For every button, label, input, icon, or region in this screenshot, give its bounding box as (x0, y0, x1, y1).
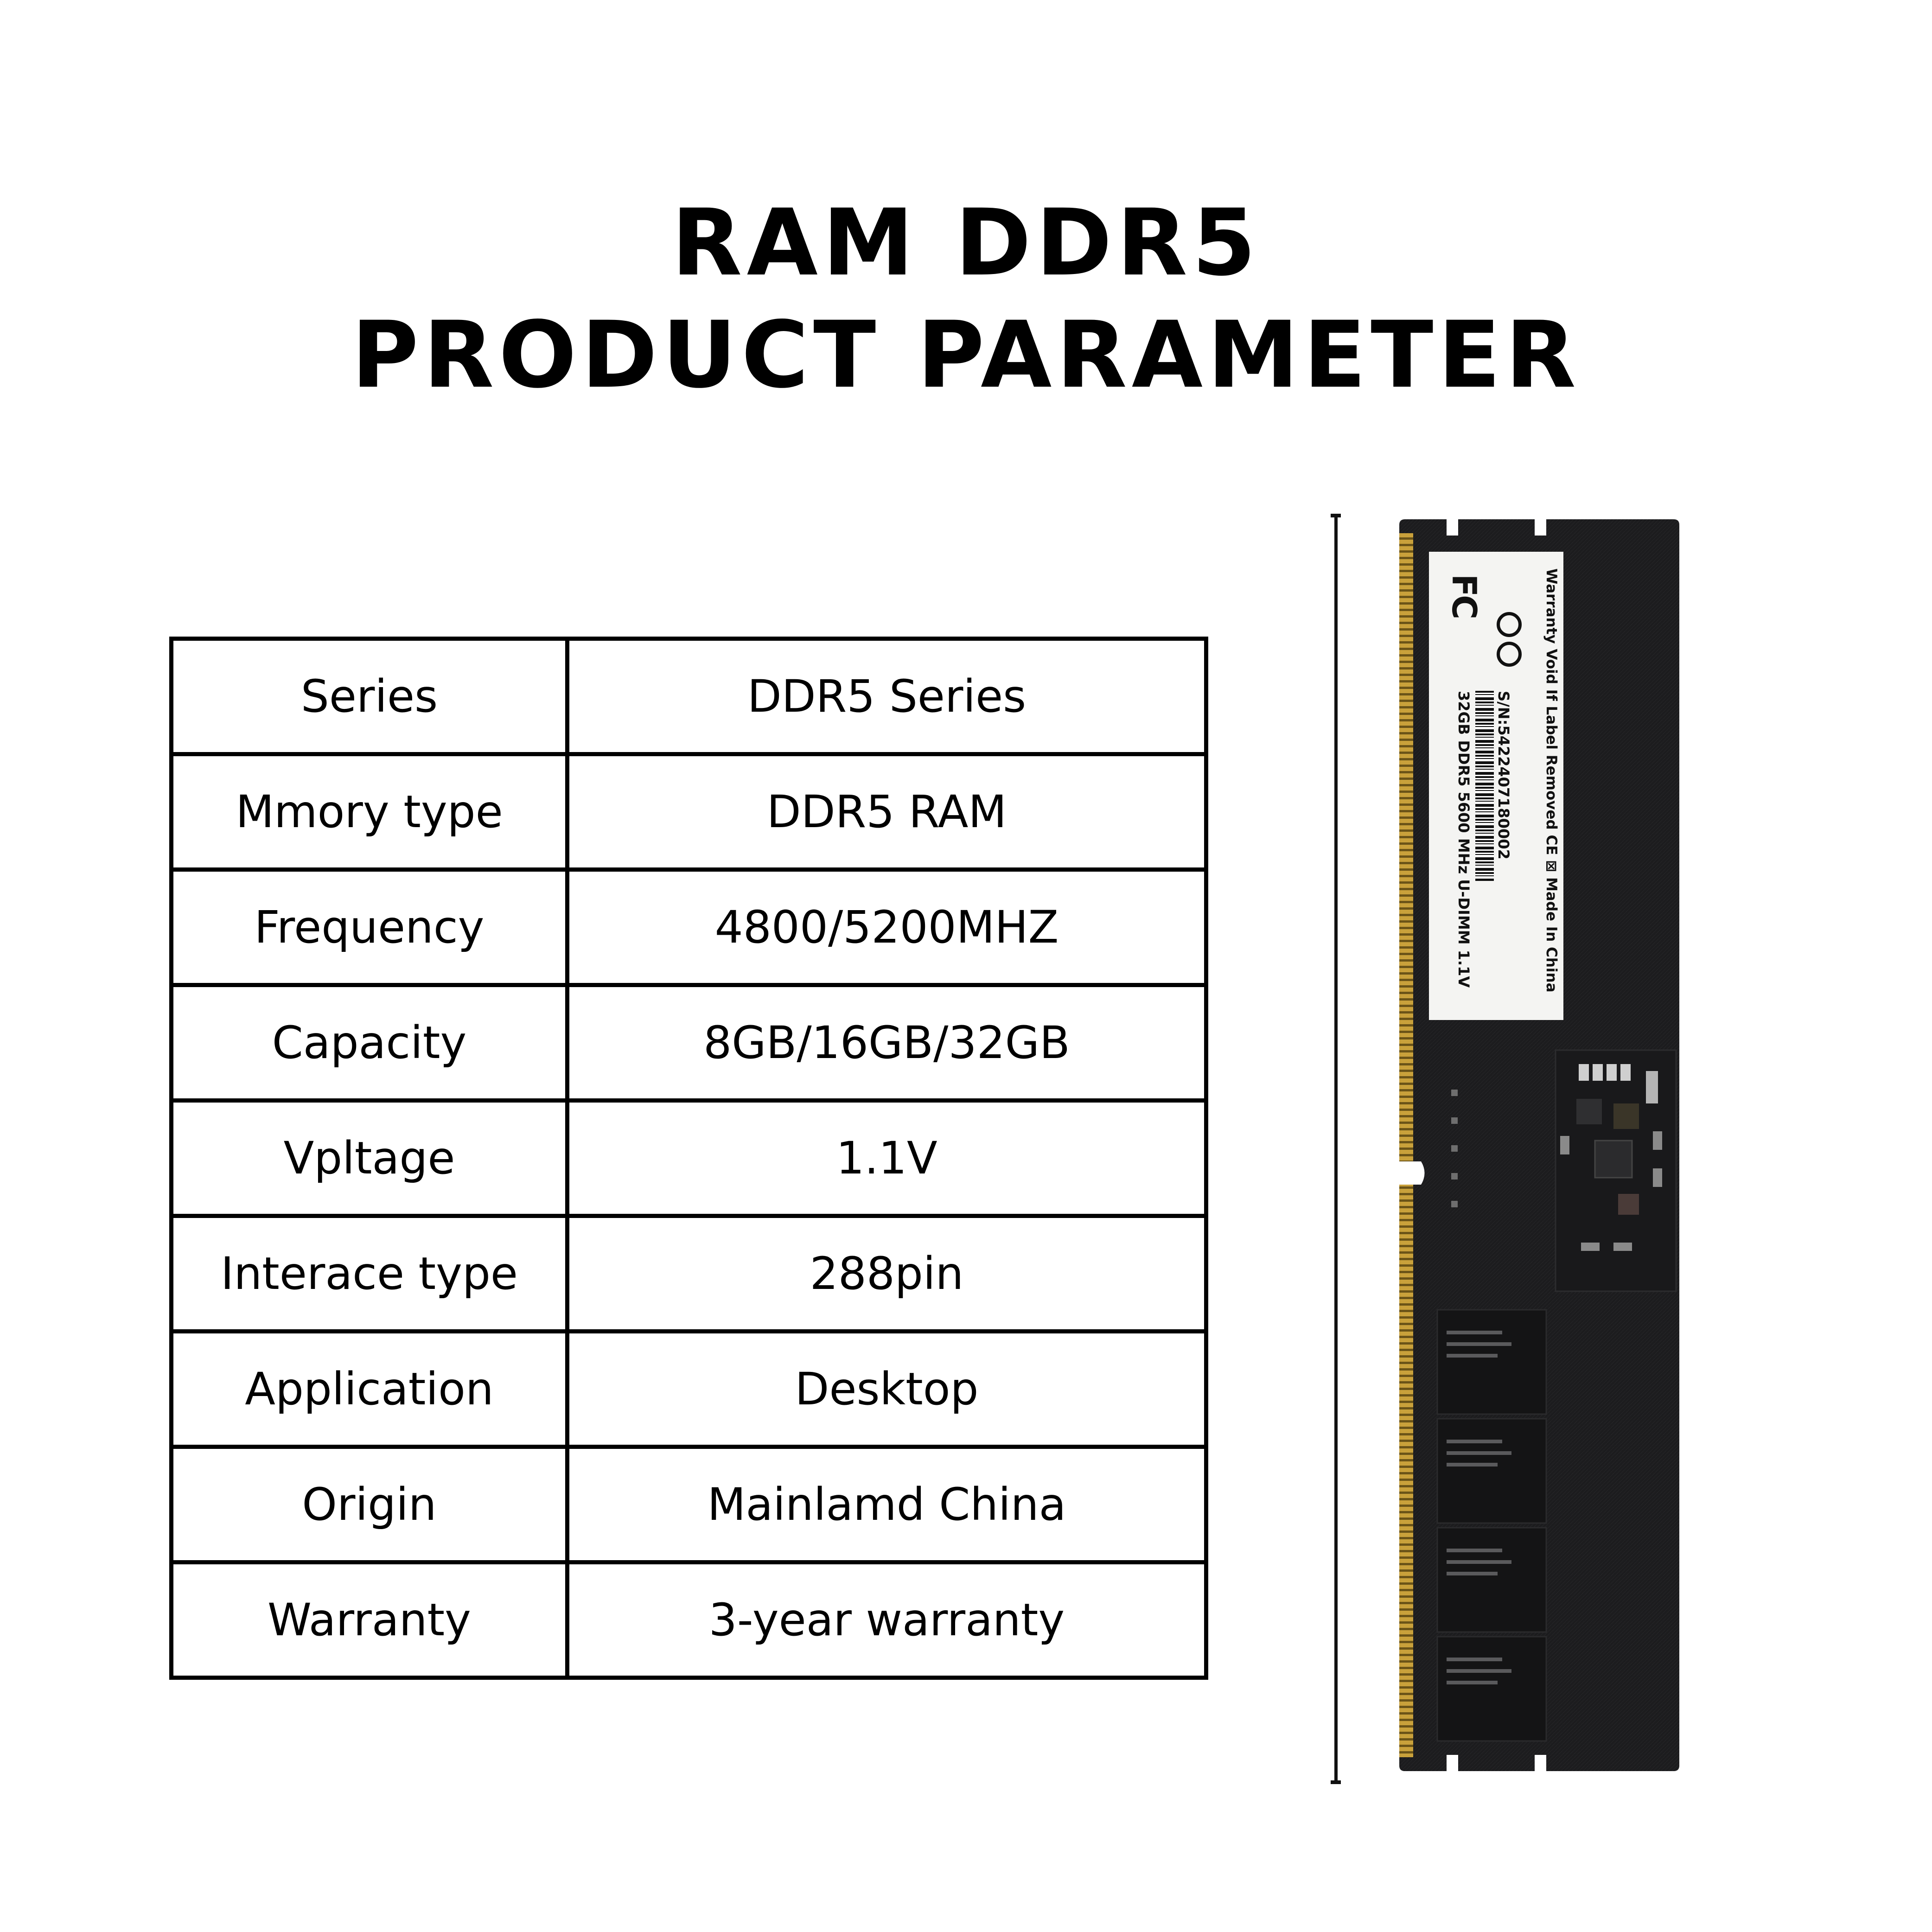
title-line-2: PRODUCT PARAMETER (351, 301, 1581, 408)
gold-contacts-upper (1399, 533, 1413, 1161)
table-row: Series DDR5 Series (169, 637, 1208, 756)
dimension-bar (1334, 514, 1338, 1784)
table-row: Warranty 3-year warranty (169, 1560, 1208, 1680)
param-value: Desktop (565, 1329, 1208, 1449)
param-label: Origin (169, 1445, 569, 1564)
module-sticker: FC 32GB DDR5 5600 MHz U-DIMM 1.1V S/N:54… (1429, 552, 1563, 1020)
param-value: 288pin (565, 1214, 1208, 1333)
certification-icons (1485, 612, 1531, 677)
recycle-icon (1497, 612, 1522, 637)
table-row: Origin Mainlamd China (169, 1445, 1208, 1564)
param-label: Application (169, 1329, 569, 1449)
table-row: Capacity 8GB/16GB/32GB (169, 983, 1208, 1103)
key-notch (1396, 1161, 1425, 1185)
param-value: Mainlamd China (565, 1445, 1208, 1564)
warranty-note: Warranty Void If Label Removed (1543, 568, 1560, 830)
dimension-cap-top (1331, 514, 1341, 517)
param-label: Frequency (169, 867, 569, 987)
barcode (1475, 691, 1494, 881)
param-value: DDR5 RAM (565, 752, 1208, 872)
fc-mark: FC (1445, 574, 1484, 618)
dram-chip-2 (1436, 1418, 1547, 1524)
ce-mark: CE ⊠ (1543, 835, 1560, 877)
table-row: Frequency 4800/5200MHZ (169, 867, 1208, 987)
param-label: Interace type (169, 1214, 569, 1333)
param-label: Series (169, 637, 569, 756)
param-value: 1.1V (565, 1098, 1208, 1218)
param-value: 3-year warranty (565, 1560, 1208, 1680)
ul-mark-icon (1497, 642, 1522, 667)
origin-note: Made In China (1543, 877, 1560, 993)
module-sticker-content: FC 32GB DDR5 5600 MHz U-DIMM 1.1V S/N:54… (1429, 552, 1563, 1020)
table-row: Vpltage 1.1V (169, 1098, 1208, 1218)
param-value: 4800/5200MHZ (565, 867, 1208, 987)
parameter-table: Series DDR5 Series Mmory type DDR5 RAM F… (169, 637, 1208, 1680)
dram-chip-3 (1436, 1527, 1547, 1633)
param-label: Vpltage (169, 1098, 569, 1218)
table-row: Interace type 288pin (169, 1214, 1208, 1333)
param-label: Mmory type (169, 752, 569, 872)
gold-contacts-lower (1399, 1185, 1413, 1757)
dram-chip-1 (1436, 1309, 1547, 1415)
title-line-1: RAM DDR5 (671, 189, 1261, 296)
table-row: Application Desktop (169, 1329, 1208, 1449)
param-label: Capacity (169, 983, 569, 1103)
param-value: 8GB/16GB/32GB (565, 983, 1208, 1103)
module-serial-text: S/N:5422407180002 (1495, 691, 1512, 860)
module-model-text: 32GB DDR5 5600 MHz U-DIMM 1.1V (1455, 691, 1473, 988)
param-label: Warranty (169, 1560, 569, 1680)
dimension-cap-bottom (1331, 1780, 1341, 1784)
module-warranty-text: Warranty Void If Label Removed CE ⊠ Made… (1543, 568, 1560, 993)
dimension-line (1331, 514, 1341, 1784)
dram-chip-4 (1436, 1636, 1547, 1742)
table-row: Mmory type DDR5 RAM (169, 752, 1208, 872)
param-value: DDR5 Series (565, 637, 1208, 756)
